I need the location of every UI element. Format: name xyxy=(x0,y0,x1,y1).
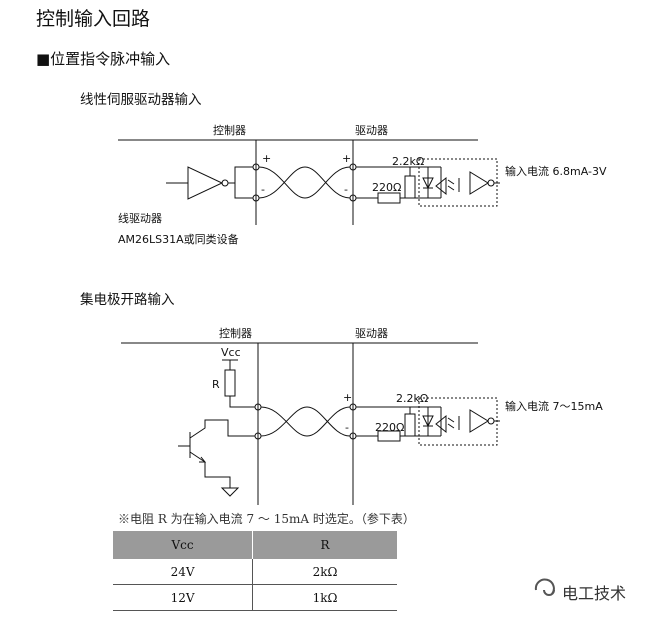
driver-label-2: 驱动器 xyxy=(355,327,388,340)
table-cell: 24V xyxy=(113,559,254,585)
line-driver-part: AM26LS31A或同类设备 xyxy=(118,232,239,246)
section-title: ■位置指令脉冲输入 xyxy=(36,50,171,68)
minus-drv-1: - xyxy=(344,183,348,196)
watermark-text: 电工技术 xyxy=(562,584,627,603)
plus-drv-2: + xyxy=(343,391,352,404)
page-title: 控制输入回路 xyxy=(36,8,151,30)
r-bottom-2: 220Ω xyxy=(375,421,404,434)
line-driver-circuit xyxy=(118,139,500,225)
line-driver-label: 线驱动器 xyxy=(118,211,162,225)
col-r: R xyxy=(252,531,397,559)
table-cell: 2kΩ xyxy=(252,559,397,585)
controller-label-2: 控制器 xyxy=(219,326,252,340)
vcc-label: Vcc xyxy=(221,346,241,359)
line-driver-section-title: 线性伺服驱动器输入 xyxy=(80,92,202,108)
minus-drv-2: - xyxy=(345,421,349,434)
wechat-logo-icon xyxy=(534,578,555,596)
open-collector-circuit xyxy=(121,342,500,505)
r-label: R xyxy=(212,378,220,391)
col-vcc: Vcc xyxy=(113,531,254,559)
table-cell: 12V xyxy=(113,584,254,611)
note-text: ※电阻 R 为在输入电流 7 ～ 15mA 时选定。（参下表） xyxy=(118,512,415,526)
table-row: 12V 1kΩ xyxy=(113,584,397,611)
table-cell: 1kΩ xyxy=(252,584,397,611)
driver-label-1: 驱动器 xyxy=(355,124,388,137)
controller-label-1: 控制器 xyxy=(213,123,246,137)
r-top-2: 2.2kΩ xyxy=(396,392,428,405)
table-header-row: Vcc R xyxy=(113,531,397,559)
r-top-1: 2.2kΩ xyxy=(392,155,424,168)
open-collector-section-title: 集电极开路输入 xyxy=(80,292,175,308)
input-current-1: 输入电流 6.8mA-3V xyxy=(505,164,607,178)
r-bottom-1: 220Ω xyxy=(372,181,401,194)
resistor-table: Vcc R 24V 2kΩ 12V 1kΩ xyxy=(113,531,397,611)
plus-drv-1: + xyxy=(342,152,351,165)
plus-ctrl-1: + xyxy=(262,152,271,165)
table-row: 24V 2kΩ xyxy=(113,559,397,585)
minus-ctrl-1: - xyxy=(261,183,265,196)
input-current-2: 输入电流 7～15mA xyxy=(505,399,603,413)
